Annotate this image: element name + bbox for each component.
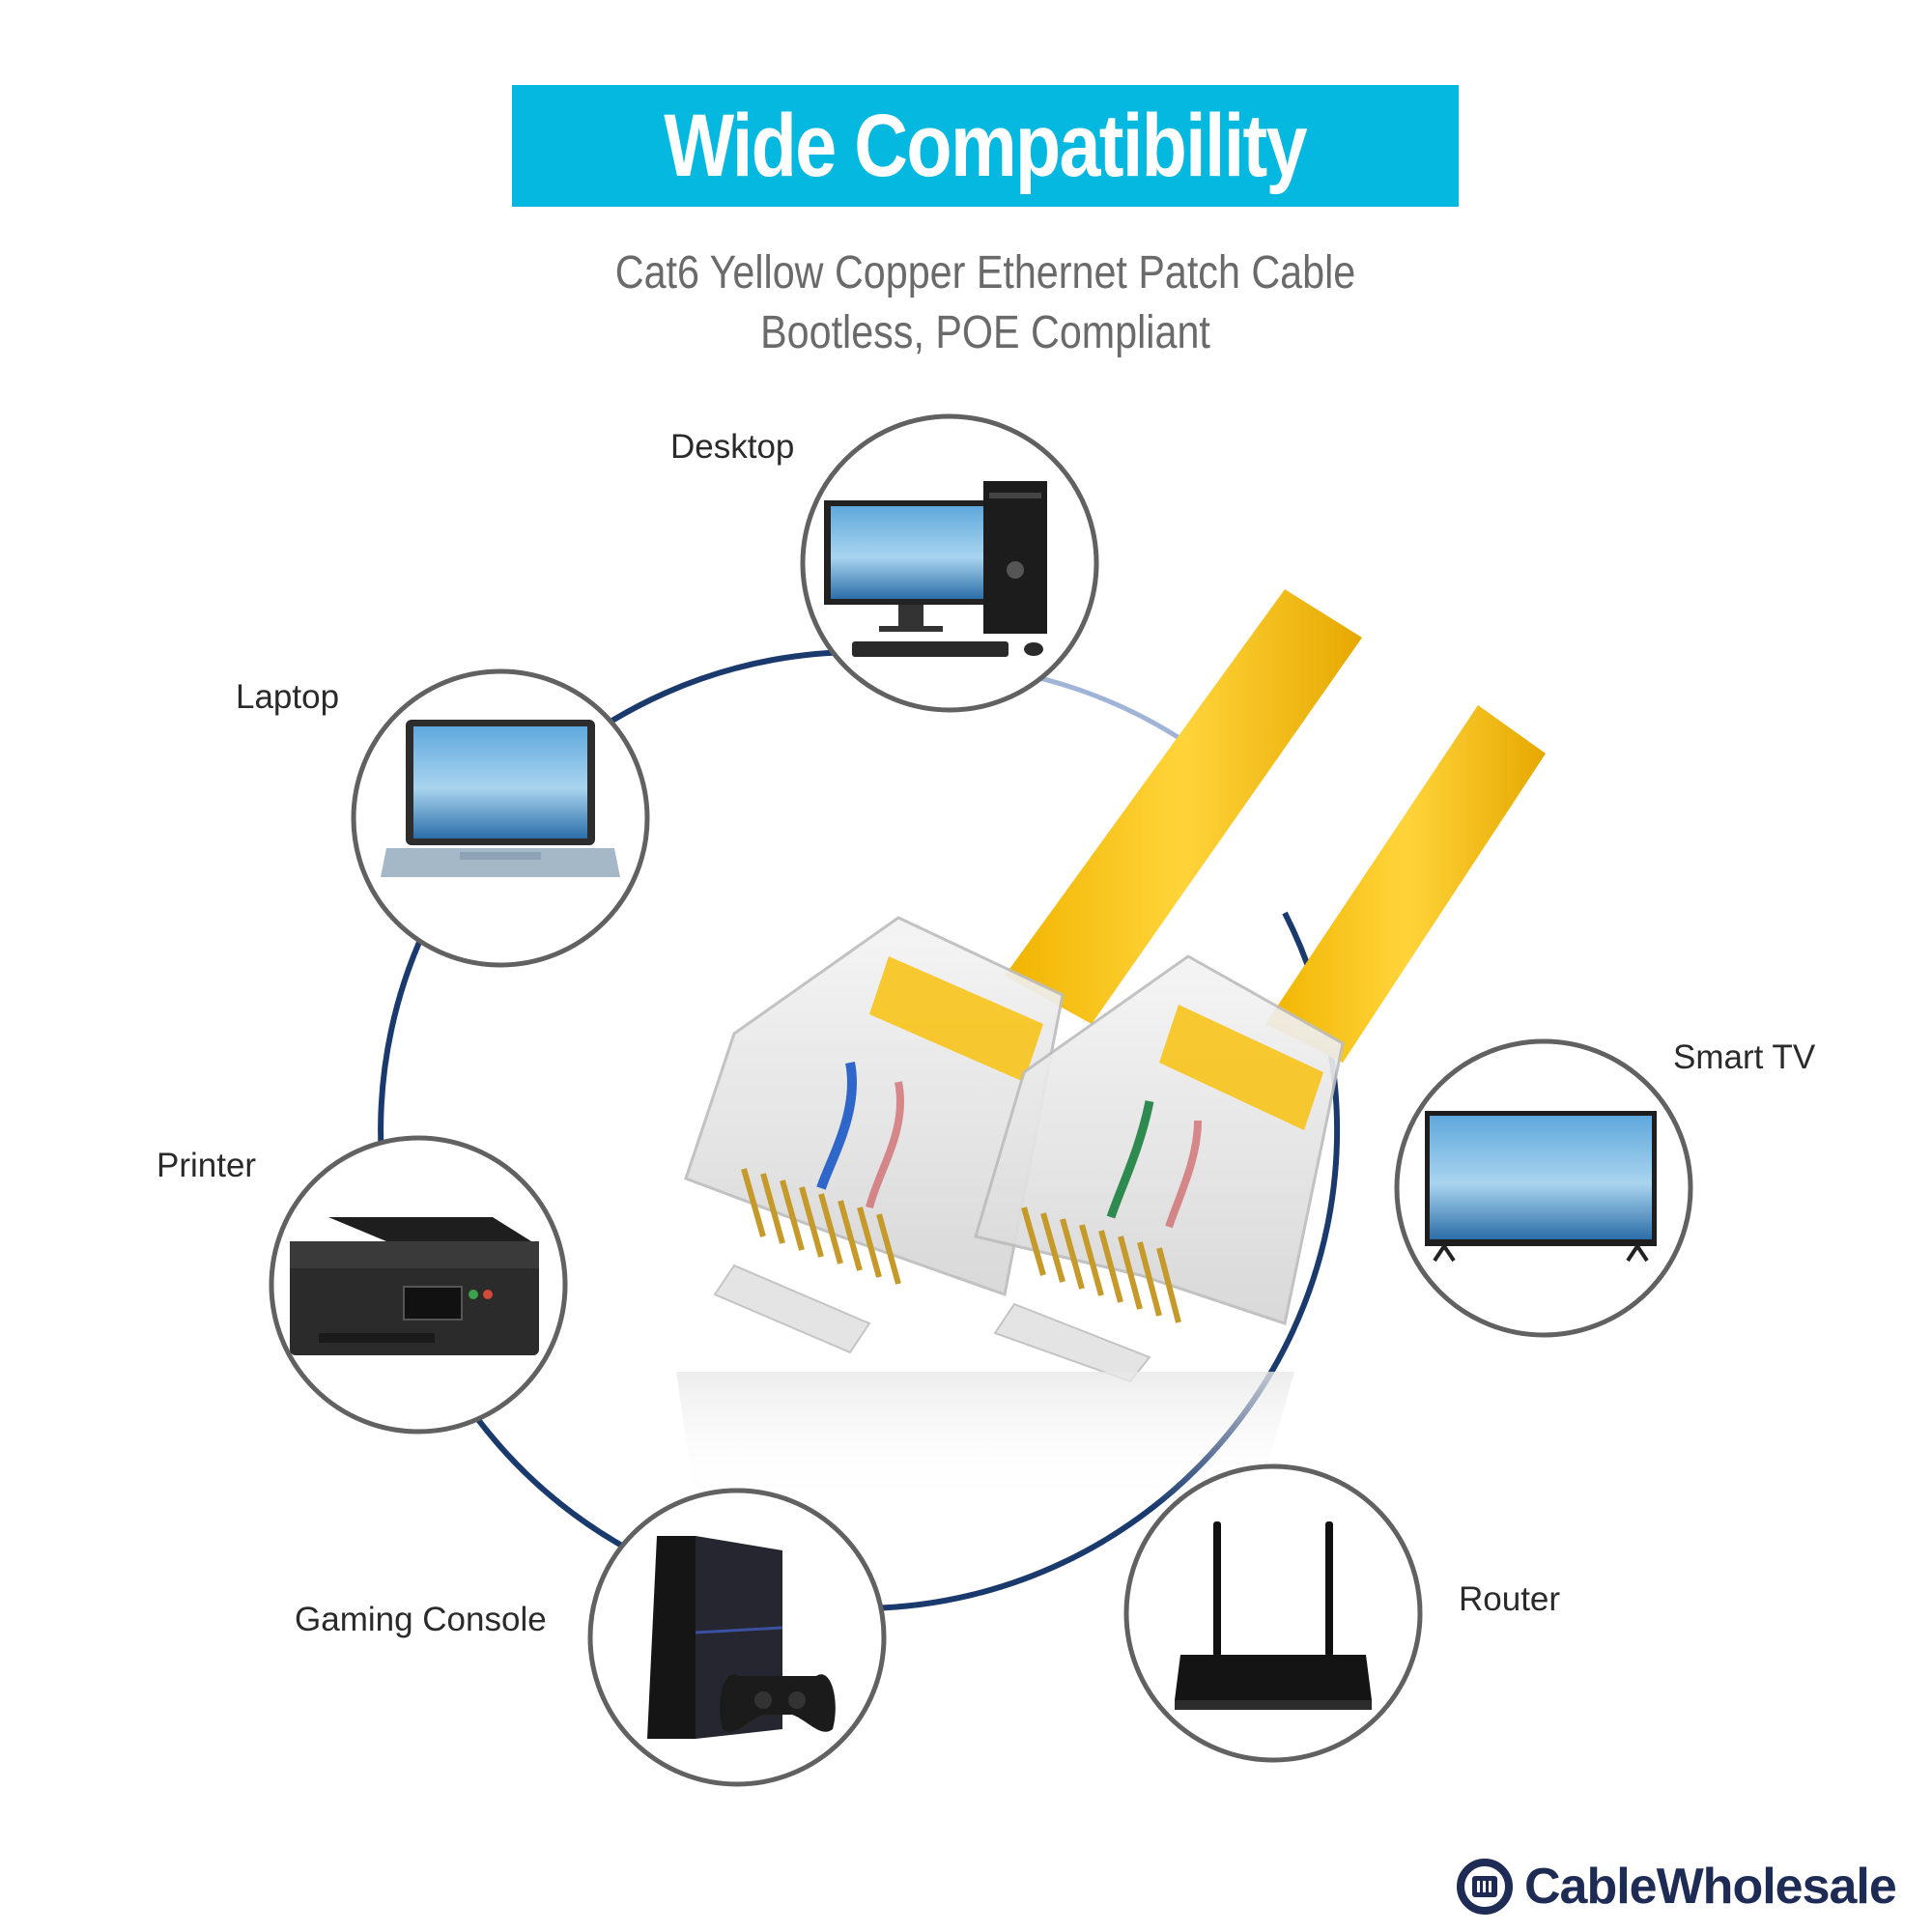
label-smart-tv: Smart TV	[1673, 1038, 1816, 1076]
printer-device	[269, 1135, 568, 1435]
router-icon	[1175, 1521, 1372, 1710]
gaming-console-device	[587, 1488, 887, 1787]
ethernet-cable	[676, 589, 1546, 1507]
printer-icon	[290, 1217, 539, 1355]
label-router: Router	[1459, 1580, 1561, 1618]
laptop-device	[351, 668, 650, 968]
smart-tv-icon	[1425, 1111, 1657, 1263]
laptop-icon	[381, 720, 620, 877]
rj45-plug-right	[974, 954, 1345, 1383]
subtitle-line-2: Bootless, POE Compliant	[760, 307, 1210, 358]
desktop-icon	[824, 481, 1047, 657]
desktop-device	[800, 413, 1099, 713]
rj45-plug-left	[684, 916, 1065, 1354]
brand-logo-icon	[1457, 1859, 1513, 1915]
subtitle: Cat6 Yellow Copper Ethernet Patch Cable …	[483, 243, 1488, 363]
smart-tv-device	[1394, 1038, 1693, 1338]
subtitle-line-1: Cat6 Yellow Copper Ethernet Patch Cable	[614, 247, 1356, 298]
label-gaming-console: Gaming Console	[295, 1601, 547, 1638]
page-title: Wide Compatibility	[664, 96, 1308, 195]
title-banner: Wide Compatibility	[512, 85, 1459, 207]
label-printer: Printer	[156, 1147, 257, 1184]
label-desktop: Desktop	[670, 428, 795, 466]
brand-name: CableWholesale	[1524, 1859, 1897, 1915]
brand-logo: CableWholesale	[1457, 1848, 1901, 1925]
router-device	[1123, 1463, 1423, 1763]
label-laptop: Laptop	[236, 678, 340, 716]
gaming-console-icon	[647, 1536, 836, 1739]
